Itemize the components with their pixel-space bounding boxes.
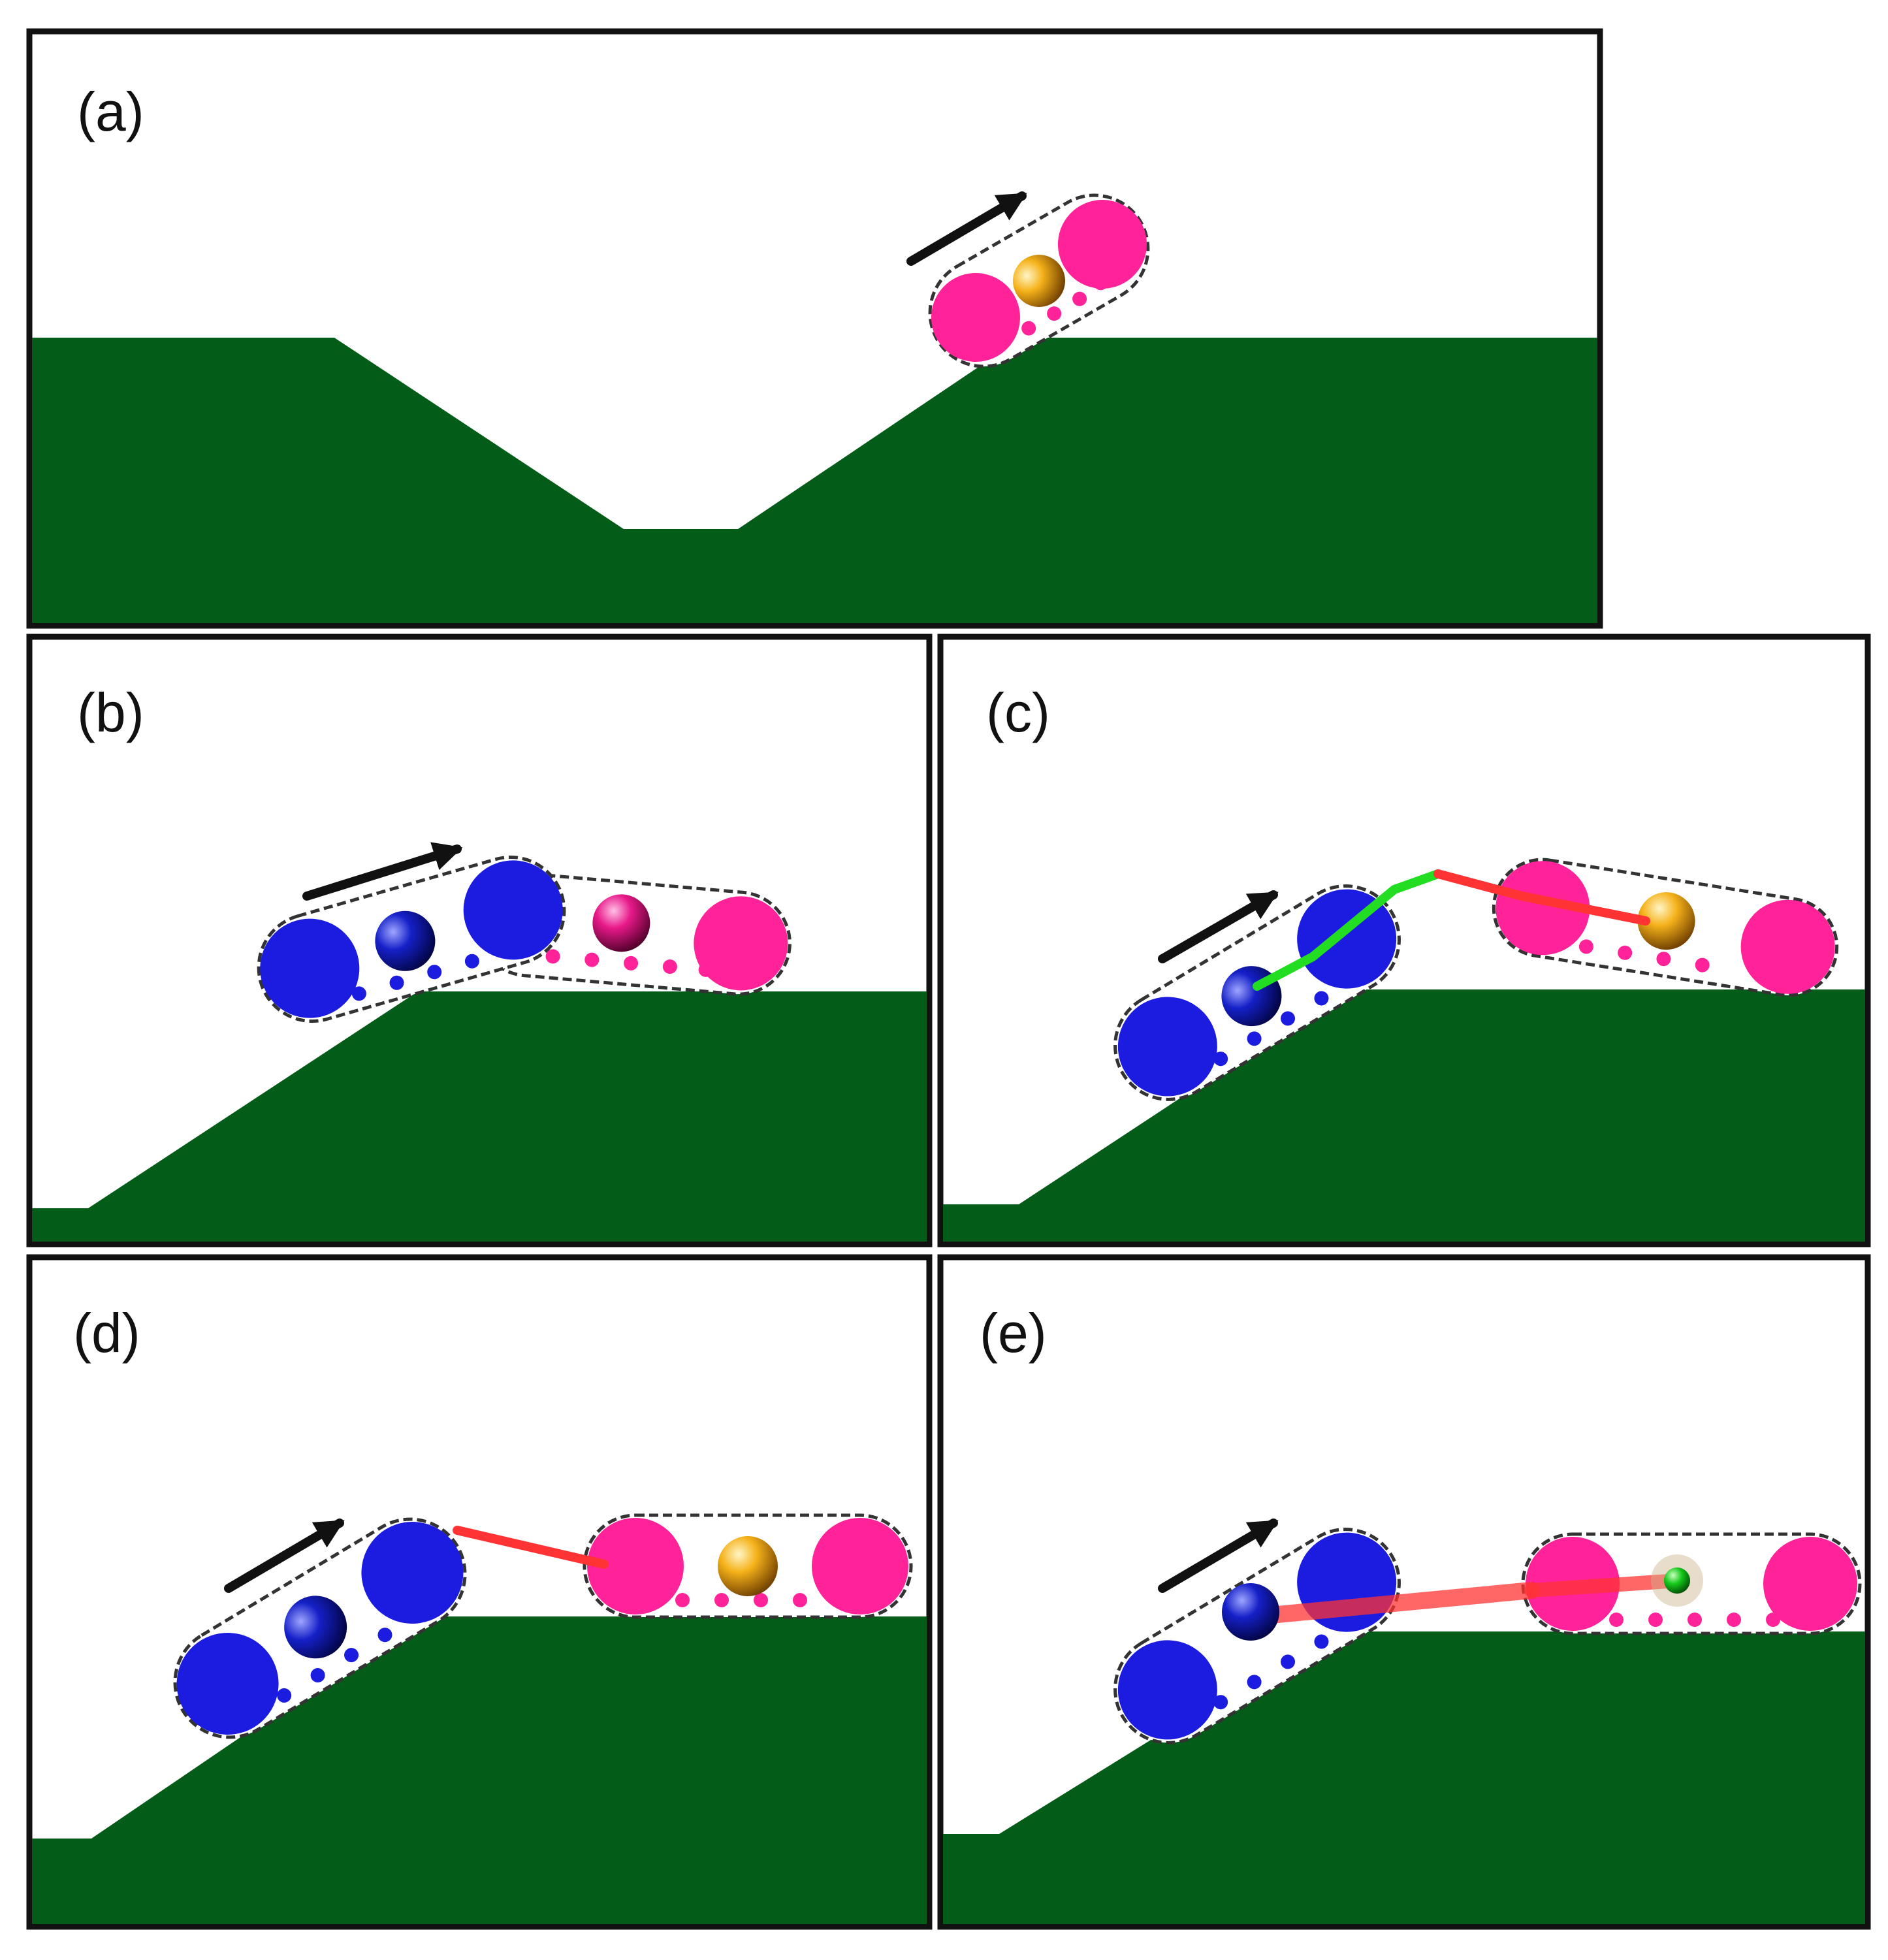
roller-row	[1213, 991, 1329, 1067]
roller-row	[1609, 1613, 1780, 1627]
robot-module-pink	[1492, 858, 1839, 997]
direction-arrow	[302, 842, 463, 901]
link-red	[1433, 869, 1650, 925]
link-red	[1249, 1582, 1540, 1625]
direction-arrow	[1158, 1518, 1279, 1593]
center-of-gravity-marker	[1637, 892, 1695, 950]
wheel-rear	[1117, 997, 1217, 1097]
wheel-front	[1740, 899, 1835, 994]
direction-arrow	[1158, 890, 1279, 963]
ground-valley	[32, 338, 1597, 623]
ground-slope	[943, 989, 1865, 1242]
center-of-gravity-marker	[718, 1536, 778, 1596]
ground-slope	[32, 991, 927, 1242]
panel-label-b: (b)	[77, 682, 144, 743]
wheel-front	[694, 896, 788, 991]
wheel-front	[1763, 1537, 1857, 1631]
robot-module-pink	[928, 193, 1150, 368]
panel-label-c: (c)	[986, 682, 1050, 743]
center-of-gravity-marker	[284, 1596, 347, 1659]
center-of-gravity-marker	[1222, 1583, 1279, 1641]
center-of-gravity-marker	[1012, 255, 1065, 307]
center-of-gravity-marker	[375, 910, 436, 971]
wheel-front	[463, 860, 563, 960]
link-red	[1524, 1573, 1686, 1598]
wheel-rear	[1496, 861, 1590, 956]
roller-row	[1578, 939, 1710, 972]
wheel-rear	[1117, 1640, 1217, 1740]
robot-module-pink	[1521, 1532, 1862, 1635]
roller-row	[545, 949, 713, 977]
wheel-rear	[260, 918, 360, 1018]
panel-e: (e)	[937, 1254, 1871, 1930]
wheel-rear	[931, 273, 1020, 362]
robot-module-blue	[257, 855, 566, 1023]
wheel-rear	[176, 1632, 279, 1735]
panel-label-a: (a)	[77, 81, 144, 142]
roller-row	[1021, 276, 1108, 336]
robot-module-blue	[173, 1517, 467, 1739]
wheel-front	[812, 1518, 908, 1615]
roller-row	[351, 954, 479, 1001]
panel-label-e: (e)	[980, 1302, 1047, 1364]
panel-label-d: (d)	[73, 1302, 140, 1364]
roller-row	[277, 1628, 392, 1703]
direction-arrow	[906, 191, 1027, 266]
panel-c: (c)	[937, 634, 1871, 1247]
center-of-gravity-marker	[592, 894, 650, 952]
direction-arrow	[224, 1518, 345, 1593]
wheel-front	[361, 1522, 464, 1624]
ground-slope	[32, 1616, 927, 1924]
roller-row	[1213, 1634, 1329, 1710]
panel-b: (b)	[26, 634, 933, 1247]
ground-slope	[943, 1631, 1865, 1924]
panel-d: (d)	[26, 1254, 933, 1930]
combined-center-of-gravity-marker	[1664, 1567, 1690, 1594]
roller-row	[675, 1593, 807, 1607]
wheel-rear	[587, 1518, 684, 1615]
link-red	[453, 1526, 609, 1569]
wheel-front	[1057, 200, 1147, 289]
robot-module-pink	[583, 1513, 913, 1619]
link-green	[1253, 869, 1443, 991]
panel-a: (a)	[26, 28, 1603, 629]
